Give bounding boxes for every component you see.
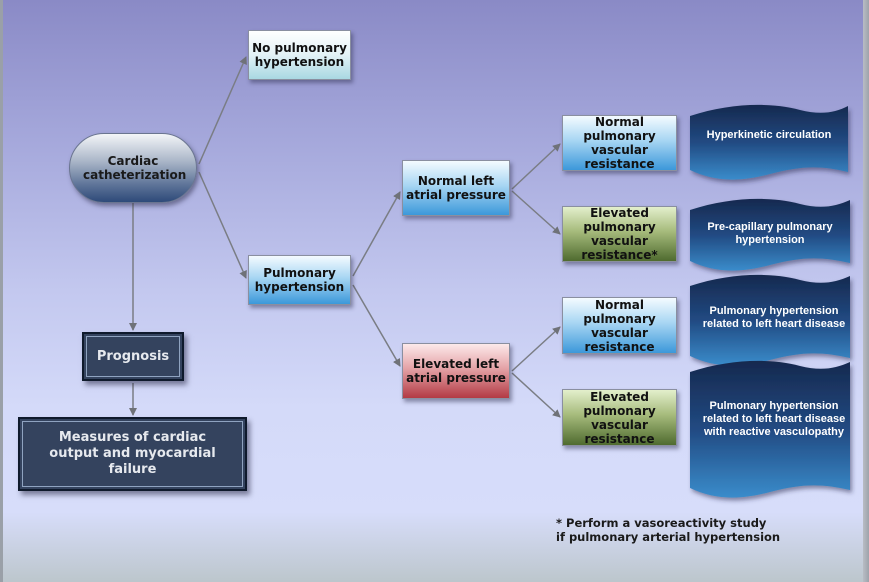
ph-left-heart-disease-label: Pulmonary hypertension related to left h… (702, 305, 846, 330)
elevated-pvr-node-2: Elevated pulmonary vascular resistance (562, 389, 677, 446)
elevated-pvr-node-1: Elevated pulmonary vascular resistance* (562, 206, 677, 262)
elevated-left-atrial-pressure-node: Elevated left atrial pressure (402, 343, 510, 399)
measures-label: Measures of cardiac output and myocardia… (49, 430, 216, 477)
normal-pvr-node-2: Normal pulmonary vascular resistance (562, 297, 677, 354)
measures-node: Measures of cardiac output and myocardia… (18, 417, 247, 491)
arrow-normal-lap-to-elevated-pvr (511, 190, 561, 235)
normal-left-atrial-pressure-node: Normal left atrial pressure (402, 160, 510, 216)
elevated-left-atrial-pressure-label: Elevated left atrial pressure (406, 357, 506, 385)
arrow-elevated-lap-to-elevated-pvr (511, 372, 561, 418)
arrow-cath-to-no-ph (198, 56, 247, 165)
window-border-left (0, 0, 3, 582)
precapillary-ph-label: Pre-capillary pulmonary hypertension (707, 221, 833, 246)
outcome-wave-hyperkinetic (690, 104, 848, 180)
outcome-wave-lhd-reactive (690, 360, 850, 498)
arrow-normal-lap-to-normal-pvr (511, 143, 561, 190)
elevated-pvr-label-1: Elevated pulmonary vascular resistance* (581, 206, 658, 262)
no-pulmonary-hypertension-node: No pulmonary hypertension (248, 30, 351, 80)
outcome-wave-precapillary (690, 198, 850, 271)
cardiac-catheterization-node: Cardiac catheterization (69, 133, 197, 203)
pulmonary-hypertension-label: Pulmonary hypertension (254, 266, 345, 294)
arrow-ph-to-normal-lap (352, 191, 401, 277)
arrow-cath-to-ph (198, 171, 247, 279)
cardiac-catheterization-label: Cardiac catheterization (83, 154, 187, 182)
outcome-wave-lhd (690, 274, 850, 366)
normal-pvr-label-2: Normal pulmonary vascular resistance (583, 297, 656, 354)
prognosis-node: Prognosis (82, 332, 184, 381)
hyperkinetic-circulation-label: Hyperkinetic circulation (706, 129, 832, 141)
arrow-ph-to-elevated-lap (352, 284, 401, 367)
footnote: * Perform a vasoreactivity study if pulm… (556, 516, 781, 544)
normal-pvr-node-1: Normal pulmonary vascular resistance (562, 115, 677, 171)
elevated-pvr-label-2: Elevated pulmonary vascular resistance (583, 389, 656, 446)
ph-lhd-reactive-vasculopathy-label: Pulmonary hypertension related to left h… (702, 400, 846, 438)
pulmonary-hypertension-node: Pulmonary hypertension (248, 255, 351, 305)
normal-pvr-label-1: Normal pulmonary vascular resistance (583, 115, 656, 171)
window-border-right (863, 0, 869, 582)
no-pulmonary-hypertension-label: No pulmonary hypertension (252, 41, 347, 69)
normal-left-atrial-pressure-label: Normal left atrial pressure (406, 174, 506, 202)
arrow-elevated-lap-to-normal-pvr (511, 326, 561, 372)
prognosis-label: Prognosis (96, 349, 170, 364)
